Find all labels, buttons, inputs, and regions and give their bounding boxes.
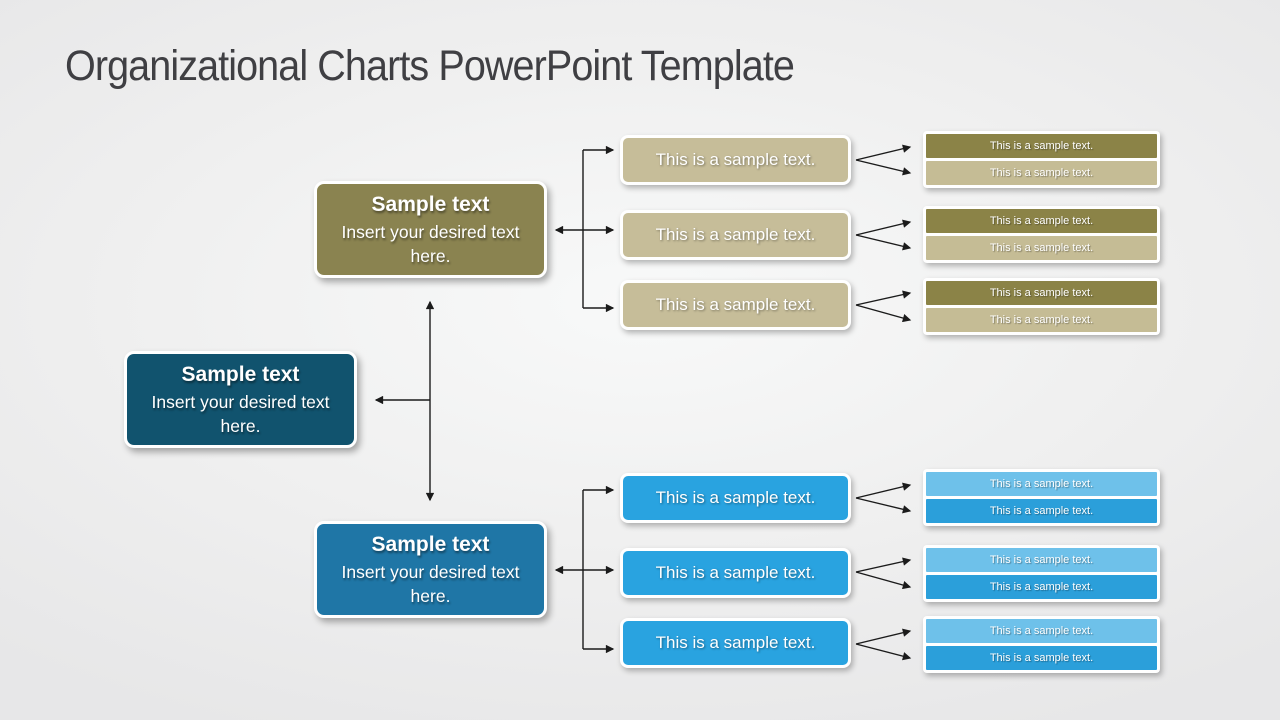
org-bar: This is a sample text.: [926, 281, 1157, 305]
org-node-lower-root: Sample text Insert your desired text her…: [314, 521, 547, 618]
org-bar: This is a sample text.: [926, 472, 1157, 496]
org-bar-group-lower-1: This is a sample text. This is a sample …: [923, 469, 1160, 526]
org-node-lower-child-2: This is a sample text.: [620, 548, 851, 598]
org-bar-group-lower-3: This is a sample text. This is a sample …: [923, 616, 1160, 673]
org-bar: This is a sample text.: [926, 236, 1157, 260]
org-node-body: Insert your desired text here.: [341, 561, 520, 607]
org-bar: This is a sample text.: [926, 499, 1157, 523]
org-node-upper-child-3: This is a sample text.: [620, 280, 851, 330]
org-node-upper-child-1: This is a sample text.: [620, 135, 851, 185]
org-node-heading: Sample text: [181, 363, 300, 387]
org-bar: This is a sample text.: [926, 308, 1157, 332]
org-node-upper-child-2: This is a sample text.: [620, 210, 851, 260]
slide-title: Organizational Charts PowerPoint Templat…: [65, 42, 795, 90]
org-node-left-root: Sample text Insert your desired text her…: [124, 351, 357, 448]
org-node-lower-child-3: This is a sample text.: [620, 618, 851, 668]
org-bar-group-lower-2: This is a sample text. This is a sample …: [923, 545, 1160, 602]
org-bar: This is a sample text.: [926, 134, 1157, 158]
org-node-body: Insert your desired text here.: [151, 391, 330, 437]
org-bar-group-upper-1: This is a sample text. This is a sample …: [923, 131, 1160, 188]
org-bar: This is a sample text.: [926, 161, 1157, 185]
org-bar: This is a sample text.: [926, 646, 1157, 670]
org-node-lower-child-1: This is a sample text.: [620, 473, 851, 523]
org-node-upper-root: Sample text Insert your desired text her…: [314, 181, 547, 278]
org-node-heading: Sample text: [371, 193, 490, 217]
org-node-heading: Sample text: [371, 533, 490, 557]
org-node-body: Insert your desired text here.: [341, 221, 520, 267]
org-bar-group-upper-3: This is a sample text. This is a sample …: [923, 278, 1160, 335]
org-bar-group-upper-2: This is a sample text. This is a sample …: [923, 206, 1160, 263]
org-bar: This is a sample text.: [926, 619, 1157, 643]
org-bar: This is a sample text.: [926, 209, 1157, 233]
org-bar: This is a sample text.: [926, 548, 1157, 572]
org-bar: This is a sample text.: [926, 575, 1157, 599]
